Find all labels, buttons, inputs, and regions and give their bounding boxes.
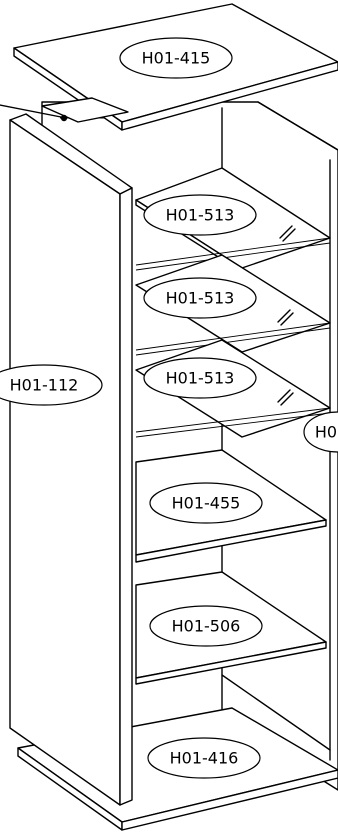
- label-base-panel-text: H01-416: [170, 749, 239, 768]
- label-glass-shelf-3: H01-513: [143, 357, 257, 399]
- label-glass-shelf-1: H01-513: [143, 194, 257, 236]
- label-right-partial-text: H0: [315, 423, 337, 442]
- label-shelf-455-text: H01-455: [172, 494, 241, 513]
- label-shelf-506-text: H01-506: [172, 617, 241, 636]
- label-base-panel: H01-416: [147, 737, 261, 779]
- label-glass-shelf-2-text: H01-513: [166, 289, 235, 308]
- label-glass-shelf-3-text: H01-513: [166, 369, 235, 388]
- label-top-panel-text: H01-415: [142, 49, 211, 68]
- side-panel: [9, 113, 133, 806]
- label-top-panel: H01-415: [119, 37, 233, 79]
- label-side-panel: H01-112: [0, 364, 103, 406]
- label-right-partial: H0: [303, 411, 338, 453]
- label-shelf-506: H01-506: [149, 605, 263, 647]
- label-glass-shelf-1-text: H01-513: [166, 206, 235, 225]
- dowel-dot-icon: [60, 114, 68, 122]
- back-panel-top: [0, 97, 129, 123]
- label-glass-shelf-2: H01-513: [143, 277, 257, 319]
- label-shelf-455: H01-455: [149, 482, 263, 524]
- label-side-panel-text: H01-112: [10, 376, 79, 395]
